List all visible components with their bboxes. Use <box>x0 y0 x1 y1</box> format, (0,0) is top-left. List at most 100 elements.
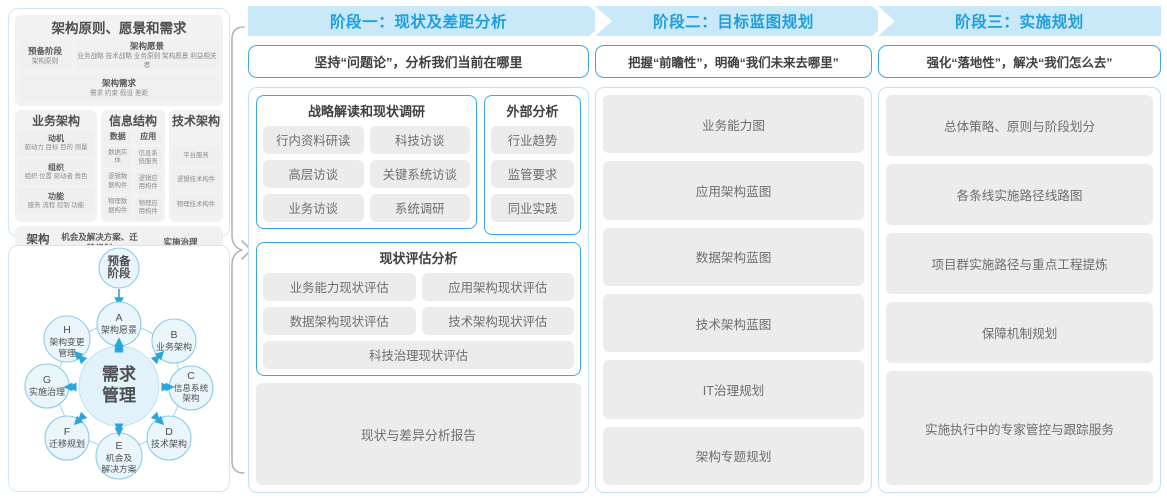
chip-technology-architecture-assessment[interactable]: 技术架构现状评估 <box>421 307 574 335</box>
svg-text:信息系统: 信息系统 <box>174 382 209 393</box>
adm-center-line2: 管理 <box>102 385 136 405</box>
phase-2: 阶段二：目标蓝图规划 把握“前瞻性”，明确“我们未来去哪里” 业务能力图 应用架… <box>595 6 889 493</box>
architecture-domain-columns: 业务架构 动机 驱动力 目标 目的 测量 组织 组织 位置 驱动者 角色 功能 <box>15 110 223 222</box>
architecture-requirement-box: 架构需求 需求 约束 假设 差距 <box>19 74 219 102</box>
phase-1: 阶段一：现状及差距分析 坚持“问题论”，分析我们当前在哪里 战略解读和现状调研 … <box>248 6 606 493</box>
phase-2-subtitle-text: 把握“前瞻性”，明确“我们未来去哪里” <box>628 55 839 70</box>
technology-architecture-header: 技术架构 <box>172 114 221 128</box>
phase-1-subtitle-text: 坚持“问题论”，分析我们当前在哪里 <box>314 55 523 70</box>
chip-system-survey[interactable]: 系统调研 <box>369 194 470 222</box>
togaf-content-framework-panel: 架构原则、愿景和需求 预备阶段 架构原则 架构愿景 业务战略 技术战略 业务原则… <box>8 8 230 268</box>
architecture-vision-sub: 业务战略 技术战略 业务原则 架构愿景 利益相关者 <box>77 53 217 69</box>
chip-peer-practice[interactable]: 同业实践 <box>491 194 574 222</box>
item-expert-control-tracking-service[interactable]: 实施执行中的专家管控与跟踪服务 <box>886 371 1153 485</box>
svg-text:阶段: 阶段 <box>108 266 131 280</box>
strategy-research-row-1: 行内资料研读 科技访谈 <box>263 126 470 154</box>
external-analysis-title: 外部分析 <box>506 104 559 119</box>
physical-application-component-cell: 物理应用构件 <box>134 197 162 219</box>
svg-text:预备: 预备 <box>108 254 131 268</box>
chip-key-system-interview[interactable]: 关键系统访谈 <box>369 160 470 188</box>
application-cell: 应用 <box>134 130 162 144</box>
physical-technology-component-cell: 物理技术构件 <box>172 194 220 216</box>
physical-data-component-cell: 物理数据构件 <box>104 195 132 218</box>
chip-executive-interview[interactable]: 高层访谈 <box>263 160 364 188</box>
adm-node-h <box>43 315 91 363</box>
prelim-phase-title: 预备阶段 <box>27 45 62 56</box>
data-cell: 数据 <box>104 130 132 144</box>
item-line-roadmap[interactable]: 各条线实施路径线路图 <box>886 164 1153 225</box>
item-program-roadmap[interactable]: 项目群实施路径与重点工程提炼 <box>886 233 1153 294</box>
architecture-vision-box: 架构愿景 业务战略 技术战略 业务原则 架构愿景 利益相关者 <box>75 41 219 70</box>
external-analysis-card: 外部分析 行业趋势 监管要求 同业实践 <box>484 95 581 235</box>
business-architecture-column: 业务架构 动机 驱动力 目标 目的 测量 组织 组织 位置 驱动者 角色 功能 <box>15 110 97 222</box>
svg-text:解决方案: 解决方案 <box>101 463 136 474</box>
chip-tech-interview[interactable]: 科技访谈 <box>369 126 470 154</box>
left-column: 架构原则、愿景和需求 预备阶段 架构原则 架构愿景 业务战略 技术战略 业务原则… <box>8 8 230 492</box>
assessment-row-2: 数据架构现状评估 技术架构现状评估 <box>263 307 574 335</box>
svg-text:G: G <box>43 374 51 386</box>
phase-2-header: 阶段二：目标蓝图规划 <box>595 6 889 36</box>
phase-3-subtitle: 强化“落地性”，解决“我们怎么去” <box>878 45 1161 78</box>
adm-node-a <box>96 301 142 347</box>
phase-1-subtitle: 坚持“问题论”，分析我们当前在哪里 <box>248 45 589 78</box>
chip-internal-doc-study[interactable]: 行内资料研读 <box>263 126 364 154</box>
phase-1-header: 阶段一：现状及差距分析 <box>248 6 606 36</box>
technology-architecture-column: 技术架构 平台服务 逻辑技术构件 物理技术构件 <box>169 110 223 222</box>
current-state-assessment-card: 现状评估分析 业务能力现状评估 应用架构现状评估 数据架构现状评估 技术架构现状… <box>256 242 581 376</box>
svg-text:架构变更: 架构变更 <box>49 336 84 347</box>
svg-text:架构: 架构 <box>182 392 200 403</box>
phase-1-report-row: 现状与差异分析报告 <box>256 383 581 485</box>
phase-2-subtitle: 把握“前瞻性”，明确“我们未来去哪里” <box>595 45 872 78</box>
assessment-row-3: 科技治理现状评估 <box>263 341 574 369</box>
svg-text:业务架构: 业务架构 <box>156 341 192 352</box>
svg-text:管理: 管理 <box>58 347 76 358</box>
chip-business-capability-assessment[interactable]: 业务能力现状评估 <box>263 273 416 301</box>
function-cell: 功能 服务 流程 控制 功能 <box>18 188 94 214</box>
strategy-research-card: 战略解读和现状调研 行内资料研读 科技访谈 高层访谈 关键系统访谈 业务访谈 <box>256 95 477 229</box>
phase-3: 阶段三：实施规划 强化“落地性”，解决“我们怎么去” 总体策略、原则与阶段划分 … <box>878 6 1161 493</box>
item-architecture-topic-plan[interactable]: 架构专题规划 <box>603 426 864 485</box>
chip-business-interview[interactable]: 业务访谈 <box>263 194 364 222</box>
adm-cycle-diagram: 需求 管理 预备 阶段 A 架构愿景 B 业务架构 C <box>24 247 214 480</box>
item-overall-strategy[interactable]: 总体策略、原则与阶段划分 <box>886 95 1153 156</box>
strategy-research-title: 战略解读和现状调研 <box>307 104 425 119</box>
item-business-capability-map[interactable]: 业务能力图 <box>603 95 864 154</box>
item-application-architecture-blueprint[interactable]: 应用架构蓝图 <box>603 161 864 220</box>
architecture-requirement-sub: 需求 约束 假设 差距 <box>89 90 149 97</box>
phase-3-header: 阶段三：实施规划 <box>878 6 1161 36</box>
svg-text:B: B <box>170 329 177 341</box>
svg-text:H: H <box>63 324 71 336</box>
assessment-row-1: 业务能力现状评估 应用架构现状评估 <box>263 273 574 301</box>
phase-2-header-text: 阶段二：目标蓝图规划 <box>652 14 814 31</box>
item-assurance-mechanism-plan[interactable]: 保障机制规划 <box>886 302 1153 363</box>
gap-analysis-report[interactable]: 现状与差异分析报告 <box>256 383 581 485</box>
chip-data-architecture-assessment[interactable]: 数据架构现状评估 <box>263 307 416 335</box>
svg-text:D: D <box>165 426 173 438</box>
svg-text:A: A <box>115 312 122 324</box>
information-system-service-cell: 信息系统服务 <box>134 147 162 169</box>
motivation-cell: 动机 驱动力 目标 目的 测量 <box>18 130 94 156</box>
svg-text:F: F <box>64 426 70 438</box>
chip-industry-trend[interactable]: 行业趋势 <box>491 126 574 154</box>
external-row-1: 行业趋势 <box>491 126 574 154</box>
item-technology-architecture-blueprint[interactable]: 技术架构蓝图 <box>603 293 864 353</box>
prelim-phase-sub: 架构原则 <box>31 57 59 65</box>
adm-cycle-panel: 需求 管理 预备 阶段 A 架构愿景 B 业务架构 C <box>8 245 230 492</box>
logical-technology-component-cell: 逻辑技术构件 <box>172 169 220 191</box>
svg-text:技术架构: 技术架构 <box>151 438 187 449</box>
phase-1-top-row: 战略解读和现状调研 行内资料研读 科技访谈 高层访谈 关键系统访谈 业务访谈 <box>256 95 581 235</box>
information-structure-column: 信息结构 数据 数据实体 逻辑数据构件 <box>101 110 165 222</box>
architecture-requirement-title: 架构需求 <box>101 78 136 88</box>
chip-regulatory-requirement[interactable]: 监管要求 <box>491 160 574 188</box>
organization-cell: 组织 组织 位置 驱动者 角色 <box>18 159 94 185</box>
item-it-governance-plan[interactable]: IT治理规划 <box>603 360 864 419</box>
phase-2-body: 业务能力图 应用架构蓝图 数据架构蓝图 技术架构蓝图 IT治理规划 架构专题规划 <box>595 87 872 493</box>
svg-text:C: C <box>187 370 195 382</box>
chip-application-architecture-assessment[interactable]: 应用架构现状评估 <box>421 273 574 301</box>
svg-text:实施治理: 实施治理 <box>29 386 65 397</box>
chip-tech-governance-assessment[interactable]: 科技治理现状评估 <box>263 341 574 369</box>
architecture-principles-section: 架构原则、愿景和需求 预备阶段 架构原则 架构愿景 业务战略 技术战略 业务原则… <box>15 15 223 106</box>
current-state-assessment-title: 现状评估分析 <box>379 251 458 266</box>
item-data-architecture-blueprint[interactable]: 数据架构蓝图 <box>603 227 864 286</box>
